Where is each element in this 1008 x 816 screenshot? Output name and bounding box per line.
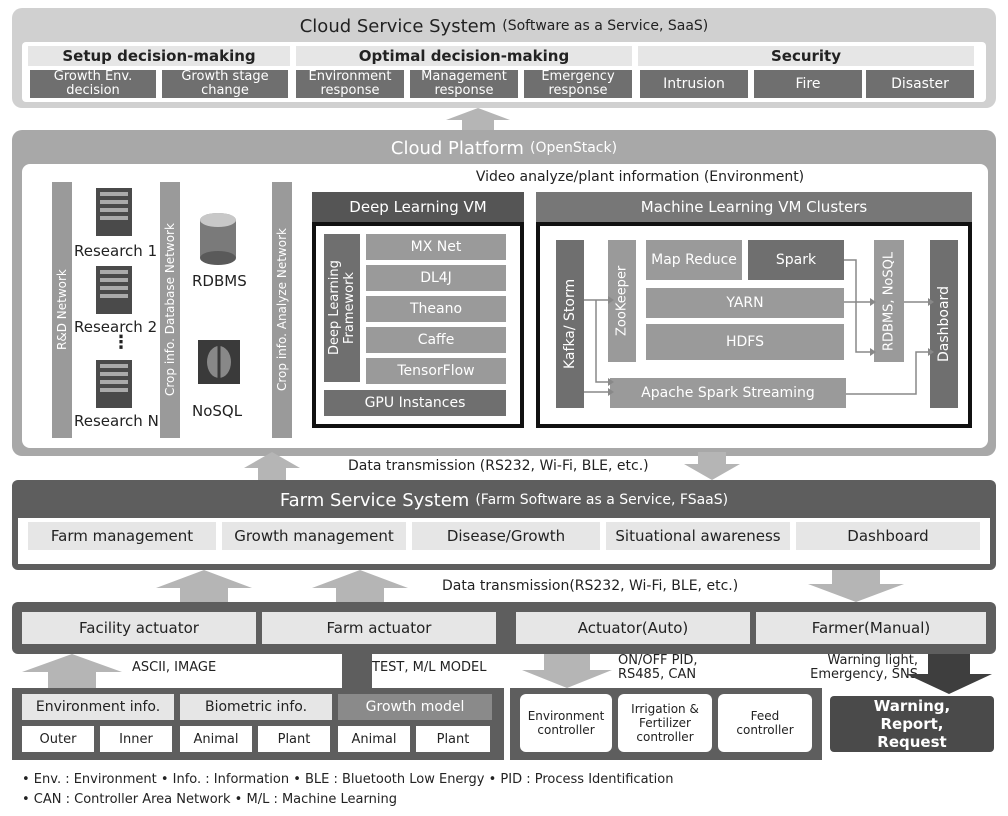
dl-framework-item: DL4J (366, 265, 506, 291)
cloud-platform-title-row: Cloud Platform (OpenStack) (12, 134, 996, 162)
info-item: Outer (22, 726, 94, 752)
arrow-up-icon (156, 570, 252, 602)
actuator-item: Facility actuator (22, 612, 256, 644)
arrow-up-icon (446, 108, 510, 130)
map-reduce: Map Reduce (646, 240, 742, 280)
warning-report-box: Warning, Report, Request (830, 696, 994, 752)
gpu-instances: GPU Instances (324, 390, 506, 416)
spark: Spark (748, 240, 844, 280)
nosql-label: NoSQL (192, 402, 243, 420)
farm-service-title: Farm Service System (279, 489, 470, 511)
farm-service-item: Situational awareness (606, 522, 790, 550)
rdbms-label: RDBMS (192, 272, 247, 290)
controller-item: Environment controller (520, 694, 612, 752)
info-group-label: Environment info. (22, 694, 174, 720)
warning-label: Warning light, Emergency, SNS (810, 653, 918, 682)
ml-flow-lines (584, 259, 934, 396)
onoff-label: ON/OFF PID, RS485, CAN (618, 653, 698, 682)
cloud-service-item: Disaster (866, 70, 974, 98)
footnote: • Env. : Environment • Info. : Informati… (22, 772, 674, 787)
cloud-service-group-security: Security (638, 46, 974, 66)
cloud-service-item: Emergency response (524, 70, 632, 98)
cloud-service-item: Environment response (296, 70, 404, 98)
arrow-down-icon (808, 570, 904, 602)
arrow-down-icon (684, 452, 740, 480)
cloud-service-group-setup: Setup decision-making (28, 46, 290, 66)
cloud-service-title-row: Cloud Service System (Software as a Serv… (12, 12, 996, 40)
arrow-down-icon (522, 654, 612, 688)
server-icon (96, 360, 132, 408)
info-item: Inner (100, 726, 172, 752)
video-analyze-label: Video analyze/plant information (Environ… (475, 169, 805, 185)
actuator-item: Farm actuator (262, 612, 496, 644)
cloud-platform-title: Cloud Platform (390, 137, 524, 159)
dl-vm-title: Deep Learning VM (312, 192, 524, 222)
actuator-item: Actuator(Auto) (516, 612, 750, 644)
arrow-down-icon (906, 654, 992, 694)
cloud-service-item: Intrusion (640, 70, 748, 98)
server-icon (96, 266, 132, 314)
farm-service-item: Growth management (222, 522, 406, 550)
research-label: Research N (74, 412, 159, 430)
info-group-label: Biometric info. (180, 694, 332, 720)
cloud-service-group-optimal: Optimal decision-making (296, 46, 632, 66)
farm-service-subtitle: (Farm Software as a Service, FSaaS) (475, 492, 729, 508)
info-item: Animal (338, 726, 410, 752)
spark-streaming: Apache Spark Streaming (610, 378, 846, 408)
test-model-label: TEST, M/L MODEL (372, 660, 487, 675)
dl-framework-item: Theano (366, 296, 506, 322)
cloud-service-item: Fire (754, 70, 862, 98)
info-item: Plant (416, 726, 490, 752)
rd-network: R&D Network (52, 182, 72, 438)
connector-bar (342, 654, 372, 688)
hdfs: HDFS (646, 324, 844, 360)
ascii-image-label: ASCII, IMAGE (132, 660, 217, 675)
cloud-service-item: Management response (410, 70, 518, 98)
info-group-label: Growth model (338, 694, 492, 720)
dl-framework-item: Caffe (366, 327, 506, 353)
nosql-icon (198, 340, 240, 384)
actuator-item: Farmer(Manual) (756, 612, 986, 644)
cloud-platform-subtitle: (OpenStack) (529, 140, 618, 156)
farm-service-item: Disease/Growth (412, 522, 600, 550)
dl-framework-label: Deep Learning Framework (324, 234, 360, 382)
cloud-service-item: Growth stage change (162, 70, 288, 98)
farm-service-title-row: Farm Service System (Farm Software as a … (12, 486, 996, 514)
server-icon (96, 188, 132, 236)
yarn: YARN (646, 288, 844, 318)
cloud-service-title: Cloud Service System (299, 15, 497, 37)
dl-framework-item: TensorFlow (366, 358, 506, 384)
arrow-up-icon (312, 570, 408, 602)
crop-database-network: Crop info. Database Network (160, 182, 180, 438)
farm-service-item: Dashboard (796, 522, 980, 550)
farm-service-item: Farm management (28, 522, 216, 550)
transmission-label-1: Data transmission (RS232, Wi-Fi, BLE, et… (348, 458, 649, 474)
ml-vm-title: Machine Learning VM Clusters (536, 192, 972, 222)
research-label: Research 2 (74, 318, 158, 336)
cloud-service-subtitle: (Software as a Service, SaaS) (502, 18, 709, 34)
research-label: Research 1 (74, 242, 158, 260)
controller-item: Irrigation & Fertilizer controller (618, 694, 712, 752)
footnote: • CAN : Controller Area Network • M/L : … (22, 792, 397, 807)
info-item: Animal (180, 726, 252, 752)
crop-analyze-network: Crop info. Analyze Network (272, 182, 292, 438)
controller-item: Feed controller (718, 694, 812, 752)
arrow-up-icon (244, 452, 300, 480)
info-item: Plant (258, 726, 330, 752)
database-icon (200, 213, 236, 265)
arrow-up-icon (22, 654, 122, 688)
cloud-service-item: Growth Env. decision (30, 70, 156, 98)
ellipsis: ⋮ (112, 332, 130, 353)
transmission-label-2: Data transmission(RS232, Wi-Fi, BLE, etc… (442, 578, 739, 594)
dl-framework-item: MX Net (366, 234, 506, 260)
